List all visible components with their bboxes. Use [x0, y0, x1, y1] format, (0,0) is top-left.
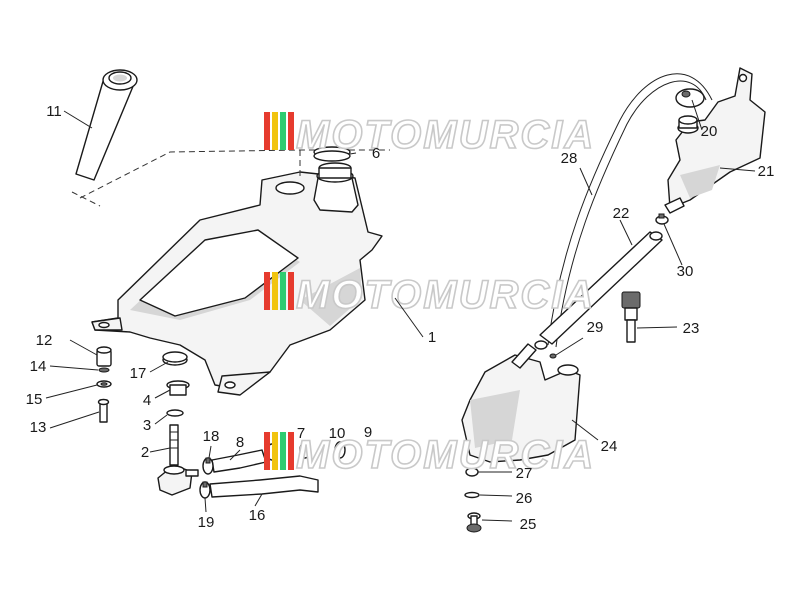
- part-label: 16: [249, 507, 266, 524]
- spacer-bushing: [96, 346, 112, 367]
- level-sensor: [621, 291, 641, 343]
- part-label: 8: [236, 434, 244, 451]
- svg-text:MOTOMURCIA: MOTOMURCIA: [296, 273, 595, 317]
- fuel-valve: [157, 424, 199, 496]
- oil-tank-cap: [675, 88, 705, 134]
- washer-small: [98, 367, 110, 373]
- part-label: 20: [701, 123, 718, 140]
- part-label: 6: [372, 145, 380, 162]
- clamp-18: [202, 457, 214, 475]
- watermark-top: MOTOMURCIA: [264, 112, 595, 158]
- part-label: 28: [561, 150, 578, 167]
- hose-clip-17: [162, 351, 188, 366]
- watermark-bottom: MOTOMURCIA: [264, 432, 595, 478]
- part-label: 3: [143, 417, 151, 434]
- part-label: 23: [683, 320, 700, 337]
- part-label: 4: [143, 392, 151, 409]
- breather-pipe: [547, 73, 713, 348]
- part-label: 21: [758, 163, 775, 180]
- part-label: 1: [428, 329, 436, 346]
- reservoir-tank: [461, 343, 581, 463]
- fuel-tank: [91, 162, 383, 396]
- part-label: 2: [141, 444, 149, 461]
- part-label: 11: [46, 103, 62, 120]
- washer-26: [464, 491, 480, 499]
- hose-clamp-ring: [313, 146, 351, 162]
- valve-gasket: [166, 409, 184, 417]
- part-label: 19: [198, 514, 215, 531]
- drain-screw-25: [466, 512, 482, 533]
- svg-text:MOTOMURCIA: MOTOMURCIA: [296, 113, 595, 157]
- part-label: 14: [30, 358, 47, 375]
- part-label: 10: [329, 425, 346, 442]
- part-label: 26: [516, 490, 533, 507]
- washer-large: [96, 380, 112, 388]
- part-label: 25: [520, 516, 537, 533]
- part-label: 29: [587, 319, 604, 336]
- svg-text:MOTOMURCIA: MOTOMURCIA: [296, 433, 595, 477]
- mounting-bolt: [97, 398, 110, 423]
- part-label: 15: [26, 391, 43, 408]
- part-label: 17: [130, 365, 147, 382]
- part-label: 12: [36, 332, 53, 349]
- oil-tank: [664, 67, 766, 214]
- part-label: 18: [203, 428, 220, 445]
- oil-hose: [539, 231, 663, 345]
- part-labels: 1 2 3 4 6 7 8 9 10 11 12 13 14 15 16 17 …: [26, 103, 775, 533]
- clamp-30: [655, 213, 669, 225]
- watermark-middle: MOTOMURCIA: [264, 272, 595, 318]
- valve-adapter: [166, 380, 190, 396]
- clamp-19: [199, 481, 211, 499]
- part-label: 24: [601, 438, 618, 455]
- part-label: 7: [297, 425, 305, 442]
- part-label: 30: [677, 263, 694, 280]
- filler-neck: [75, 69, 138, 181]
- leader-lines: [45, 99, 756, 522]
- fuel-hose-8: [211, 449, 267, 473]
- fuel-hose-16: [209, 475, 319, 498]
- clip-29: [534, 340, 557, 359]
- part-label: 13: [30, 419, 47, 436]
- part-label: 9: [364, 424, 372, 441]
- part-label: 22: [613, 205, 630, 222]
- part-label: 27: [516, 465, 533, 482]
